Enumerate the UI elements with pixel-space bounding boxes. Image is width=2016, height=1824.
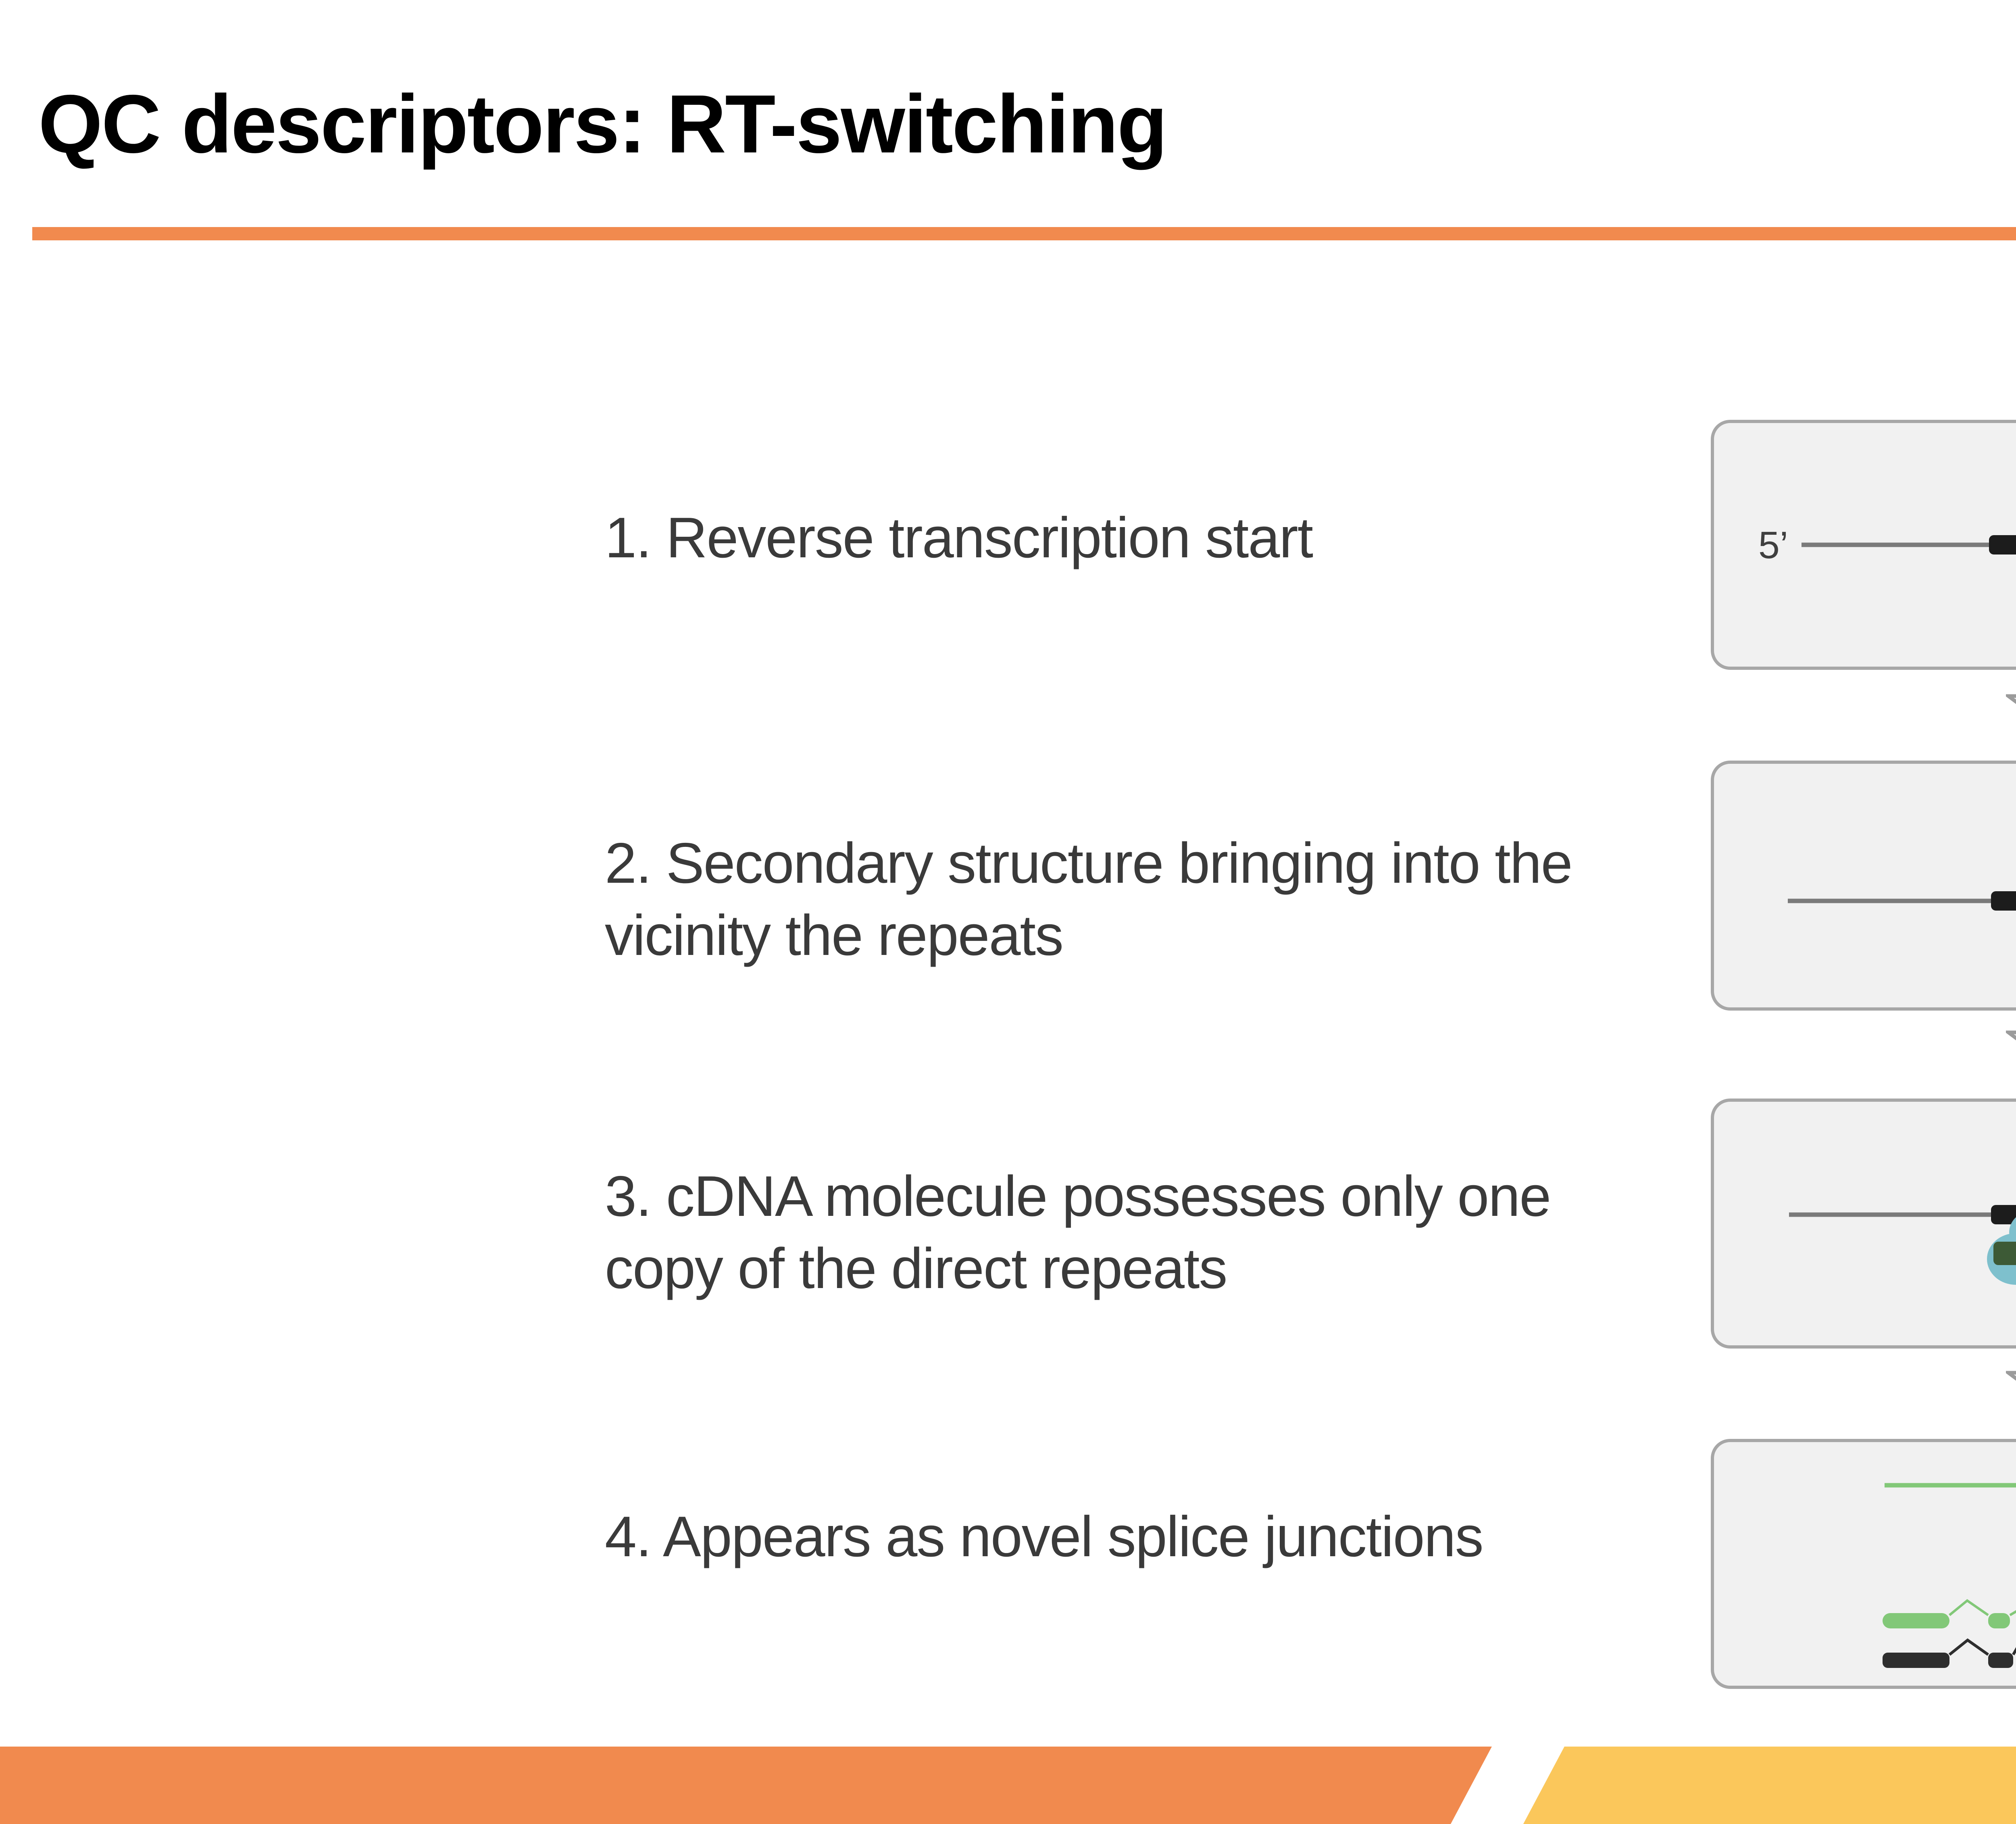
step-1-text: 1. Reverse transcription start <box>605 506 1313 570</box>
footer-stripe <box>0 1747 2016 1824</box>
step-3-text: 3. cDNA molecule possesses only one copy… <box>605 1164 1551 1301</box>
diagram-1-rt-start: 5’ 3’ <box>1758 524 2016 567</box>
diagram-box-1: 5’ 3’ <box>1711 420 2016 670</box>
chevron-down-icon <box>2006 1030 2016 1040</box>
copied-repeat <box>1993 1242 2016 1265</box>
diagram-box-2 <box>1711 761 2016 1011</box>
direct-repeat-left <box>1991 1205 2016 1224</box>
chevron-down-icon <box>2006 694 2016 704</box>
five-prime-label: 5’ <box>1758 524 1788 567</box>
footer-bar-yellow <box>1523 1747 2016 1824</box>
divider-bar-orange <box>32 227 2016 240</box>
step-4-text: 4. Appears as novel splice junctions <box>605 1505 1484 1569</box>
diagram-box-4: Mapping <box>1711 1439 2016 1689</box>
direct-repeat-left <box>1989 535 2016 554</box>
page-title: QC descriptors: RT-switching <box>38 78 1168 170</box>
genome-track <box>1883 1638 2016 1668</box>
footer-bar-orange <box>0 1747 1492 1824</box>
diagram-3-cdna-one-copy <box>1789 1205 2016 1285</box>
direct-repeat-left <box>1991 891 2016 911</box>
chevron-down-icon <box>2006 1371 2016 1381</box>
step-2-text: 2. Secondary structure bringing into the… <box>605 831 1573 967</box>
diagram-box-3 <box>1711 1099 2016 1349</box>
diagram-2-secondary-structure <box>1788 891 2016 911</box>
diagram-4-splice-junctions: Mapping <box>1883 1483 2016 1668</box>
read-track <box>1883 1599 2016 1628</box>
